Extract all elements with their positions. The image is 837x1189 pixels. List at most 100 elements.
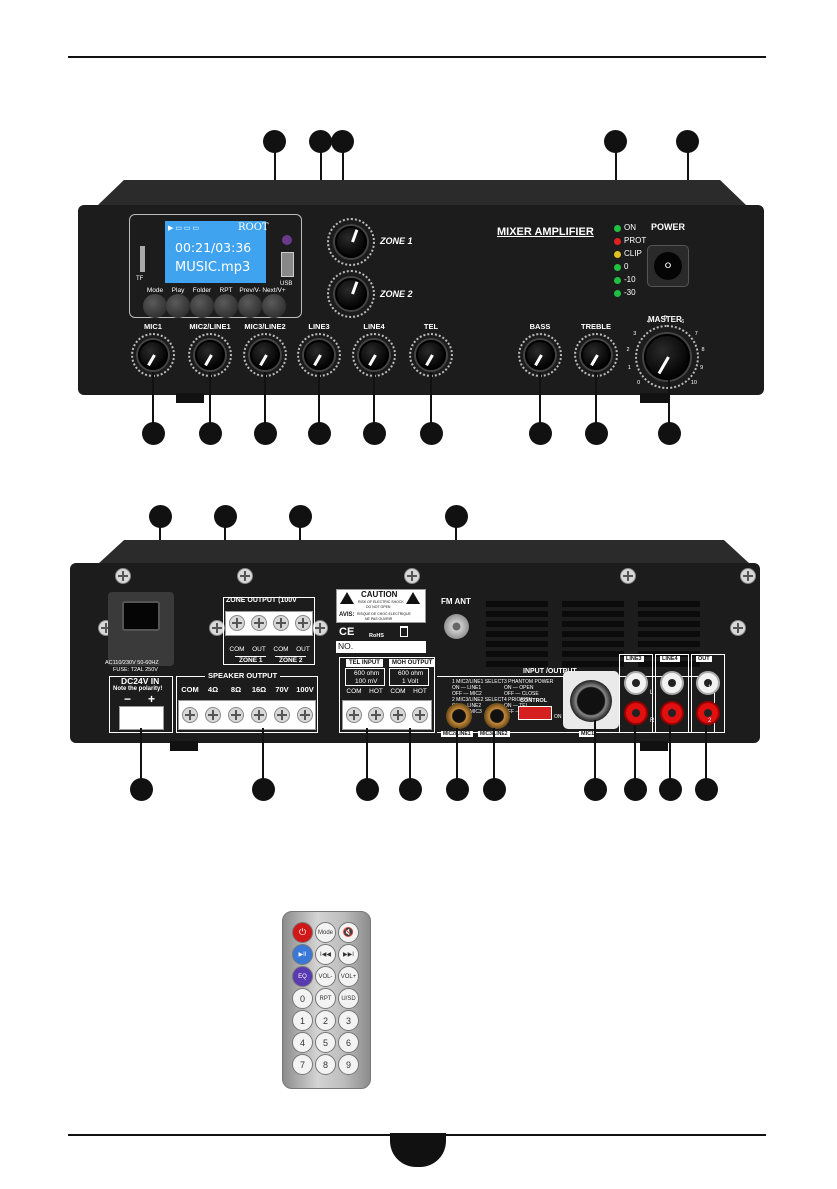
remote-button[interactable]: VOL- xyxy=(315,966,336,987)
player-button[interactable] xyxy=(238,294,262,318)
power-switch[interactable]: ｏ xyxy=(647,245,689,287)
rca-red-line4[interactable] xyxy=(660,701,684,725)
usb-port[interactable] xyxy=(281,252,294,277)
rca-white-out[interactable] xyxy=(696,671,720,695)
remote-button[interactable]: 4 xyxy=(292,1032,313,1053)
remote-button[interactable]: EQ xyxy=(292,966,313,987)
zone-term-label: OUT xyxy=(252,646,266,653)
speaker-screw[interactable] xyxy=(205,707,221,723)
tel-input-label: TEL INPUT xyxy=(346,659,383,667)
speaker-screw[interactable] xyxy=(297,707,313,723)
io-screw[interactable] xyxy=(390,707,406,723)
knob-line4[interactable] xyxy=(359,340,389,370)
remote-button[interactable]: 0 xyxy=(292,988,313,1009)
remote-button[interactable]: 1 xyxy=(292,1010,313,1031)
remote-button[interactable]: 2 xyxy=(315,1010,336,1031)
master-knob[interactable] xyxy=(644,334,690,380)
callout-indicators xyxy=(604,130,627,153)
callout-rear-bottom-3 xyxy=(356,778,379,801)
callout-front-6 xyxy=(420,422,443,445)
fm-ant-connector[interactable] xyxy=(444,614,469,639)
indicator-led xyxy=(614,264,621,271)
player-button[interactable] xyxy=(143,294,167,318)
rca-red-out[interactable] xyxy=(696,701,720,725)
rca-white-line4[interactable] xyxy=(660,671,684,695)
speaker-screw[interactable] xyxy=(182,707,198,723)
knob-mic1[interactable] xyxy=(138,340,168,370)
player-button[interactable] xyxy=(214,294,238,318)
knob-mic3-line2[interactable] xyxy=(250,340,280,370)
front-chassis-top xyxy=(98,180,746,205)
master-scale-number: 4 xyxy=(646,319,650,326)
knob-mic2-line1[interactable] xyxy=(195,340,225,370)
zone-screw[interactable] xyxy=(295,615,311,631)
vent-slot xyxy=(638,631,700,637)
speaker-term-label: 16Ω xyxy=(251,685,267,694)
knob-line3[interactable] xyxy=(304,340,334,370)
caution-sub2: DO NOT OPEN xyxy=(366,605,391,609)
serial-box xyxy=(336,641,426,653)
zone1-label: ZONE 1 xyxy=(380,236,413,246)
player-button-label: Mode xyxy=(146,287,164,294)
remote-button[interactable]: ▶▶I xyxy=(338,944,359,965)
remote-button[interactable]: VOL+ xyxy=(338,966,359,987)
io-screw[interactable] xyxy=(346,707,362,723)
zone-term-label: COM xyxy=(229,646,245,653)
vent-slot xyxy=(486,631,548,637)
dc-terminal[interactable] xyxy=(119,706,164,730)
master-scale-number: 7 xyxy=(694,330,698,337)
remote-button[interactable]: ▶II xyxy=(292,944,313,965)
rca-red-line3[interactable] xyxy=(624,701,648,725)
zone2-knob[interactable] xyxy=(335,278,367,310)
speaker-terminal[interactable] xyxy=(178,700,316,730)
io-screw[interactable] xyxy=(368,707,384,723)
mic1-xlr[interactable] xyxy=(570,680,612,722)
speaker-screw[interactable] xyxy=(274,707,290,723)
speaker-term-label: 4Ω xyxy=(207,685,219,694)
callout-front-8 xyxy=(585,422,608,445)
moh-spec-1: 600 ohm xyxy=(398,670,424,677)
remote-button[interactable]: 3 xyxy=(338,1010,359,1031)
rca-group-label: LINE3 xyxy=(624,656,644,662)
io-screw[interactable] xyxy=(412,707,428,723)
mic3-line2-jack[interactable] xyxy=(484,703,510,729)
rca-white-line3[interactable] xyxy=(624,671,648,695)
lead xyxy=(539,372,541,424)
remote-button[interactable]: 5 xyxy=(315,1032,336,1053)
tf-slot[interactable] xyxy=(140,246,145,272)
rca-group-label: LINE4 xyxy=(660,656,680,662)
indicator-led xyxy=(614,251,621,258)
remote-button[interactable]: U/SD xyxy=(338,988,359,1009)
remote-button[interactable]: 7 xyxy=(292,1054,313,1075)
ac-inlet[interactable] xyxy=(122,601,160,631)
remote-button[interactable]: 🔇 xyxy=(338,922,359,943)
player-button[interactable] xyxy=(262,294,286,318)
zone-screw[interactable] xyxy=(251,615,267,631)
speaker-screw[interactable] xyxy=(228,707,244,723)
speaker-screw[interactable] xyxy=(251,707,267,723)
zone-screw[interactable] xyxy=(273,615,289,631)
remote-button[interactable]: RPT xyxy=(315,988,336,1009)
knob-bass[interactable] xyxy=(525,340,555,370)
lead xyxy=(669,725,671,784)
dip-switch[interactable] xyxy=(518,706,552,720)
zone-screw[interactable] xyxy=(229,615,245,631)
vent-slot xyxy=(638,611,700,617)
vent-slot xyxy=(562,621,624,627)
switch-note: 4 PRIORITY xyxy=(504,697,532,703)
knob-treble[interactable] xyxy=(581,340,611,370)
remote-button[interactable]: 9 xyxy=(338,1054,359,1075)
remote-button[interactable]: I◀◀ xyxy=(315,944,336,965)
zone1-knob[interactable] xyxy=(335,226,367,258)
remote-button[interactable]: 6 xyxy=(338,1032,359,1053)
remote-button[interactable]: ⏻ xyxy=(292,922,313,943)
mic2-line1-jack[interactable] xyxy=(446,703,472,729)
player-button[interactable] xyxy=(166,294,190,318)
lead xyxy=(373,372,375,424)
remote-button[interactable]: 8 xyxy=(315,1054,336,1075)
knob-tel[interactable] xyxy=(416,340,446,370)
player-button[interactable] xyxy=(190,294,214,318)
remote-button[interactable]: Mode xyxy=(315,922,336,943)
rca-group-frame xyxy=(619,654,653,733)
zone1-scale xyxy=(327,218,375,266)
